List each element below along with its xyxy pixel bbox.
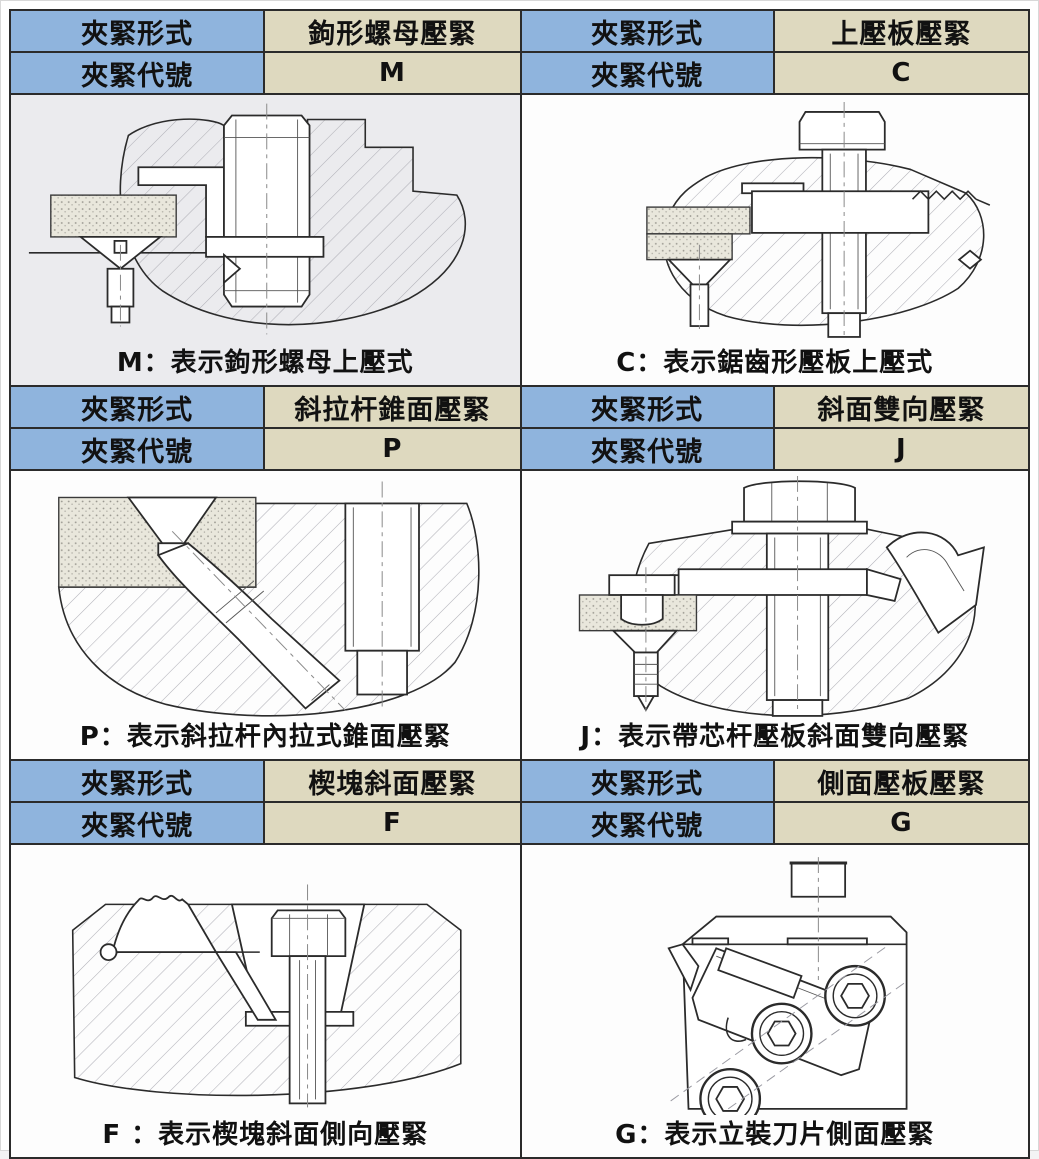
caption-c: C：表示鋸齒形壓板上壓式 <box>616 348 934 378</box>
panel-f: 夾緊形式 楔塊斜面壓緊 夾緊代號 F <box>11 761 520 1157</box>
caption-p: P：表示斜拉杆內拉式錐面壓緊 <box>79 722 451 752</box>
panel-g: 夾緊形式 側面壓板壓緊 夾緊代號 G <box>519 761 1028 1157</box>
side-plate-clamp-drawing <box>666 857 909 1115</box>
form-label-cell: 夾緊形式 <box>11 387 266 427</box>
code-label-cell: 夾緊代號 <box>11 803 266 843</box>
caption-f: F ：表示楔塊斜面側向壓緊 <box>102 1120 429 1150</box>
form-value-cell: 斜拉杆錐面壓緊 <box>265 387 520 427</box>
angled-rod-clamp-drawing <box>57 481 480 717</box>
form-row-g: 夾緊形式 側面壓板壓緊 <box>521 761 1028 803</box>
technical-drawing-f: F ：表示楔塊斜面側向壓緊 <box>11 845 520 1157</box>
form-value-cell: 斜面雙向壓緊 <box>774 387 1028 427</box>
technical-drawing-p: P：表示斜拉杆內拉式錐面壓緊 <box>11 471 520 759</box>
panel-j: 夾緊形式 斜面雙向壓緊 夾緊代號 J <box>519 387 1028 759</box>
code-row-c: 夾緊代號 C <box>521 53 1028 95</box>
form-label-cell: 夾緊形式 <box>521 387 775 427</box>
technical-drawing-g: G：表示立裝刀片側面壓緊 <box>521 845 1028 1157</box>
form-row-j: 夾緊形式 斜面雙向壓緊 <box>521 387 1028 429</box>
form-label-cell: 夾緊形式 <box>521 761 775 801</box>
form-value-cell: 上壓板壓緊 <box>774 11 1028 51</box>
form-value-cell: 鉤形螺母壓緊 <box>265 11 520 51</box>
top-plate-clamp-drawing <box>645 102 990 338</box>
form-label-cell: 夾緊形式 <box>11 761 266 801</box>
panel-m: 夾緊形式 鉤形螺母壓緊 夾緊代號 M <box>11 11 520 385</box>
hook-nut-clamp-drawing <box>28 103 467 335</box>
code-label-cell: 夾緊代號 <box>521 429 775 469</box>
technical-drawing-c: C：表示鋸齒形壓板上壓式 <box>521 95 1028 385</box>
code-value-cell: P <box>265 429 520 469</box>
form-row-m: 夾緊形式 鉤形螺母壓緊 <box>11 11 520 53</box>
code-value-cell: M <box>265 53 520 93</box>
technical-drawing-j: J：表示帶芯杆壓板斜面雙向壓緊 <box>521 471 1028 759</box>
code-value-cell: J <box>774 429 1028 469</box>
form-value-cell: 側面壓板壓緊 <box>774 761 1028 801</box>
caption-j: J：表示帶芯杆壓板斜面雙向壓緊 <box>580 722 970 752</box>
panel-p: 夾緊形式 斜拉杆錐面壓緊 夾緊代號 P <box>11 387 520 759</box>
code-value-cell: C <box>774 53 1028 93</box>
form-row-p: 夾緊形式 斜拉杆錐面壓緊 <box>11 387 520 429</box>
form-value-cell: 楔塊斜面壓緊 <box>265 761 520 801</box>
code-label-cell: 夾緊代號 <box>521 53 775 93</box>
code-row-m: 夾緊代號 M <box>11 53 520 95</box>
wedge-clamp-drawing <box>71 884 462 1108</box>
band-1: 夾緊形式 鉤形螺母壓緊 夾緊代號 M <box>9 9 1030 387</box>
code-row-f: 夾緊代號 F <box>11 803 520 845</box>
code-label-cell: 夾緊代號 <box>521 803 775 843</box>
technical-drawing-m: M：表示鉤形螺母上壓式 <box>11 95 520 385</box>
form-label-cell: 夾緊形式 <box>521 11 775 51</box>
caption-m: M：表示鉤形螺母上壓式 <box>116 348 414 378</box>
double-wedge-clamp-drawing <box>578 476 985 717</box>
code-row-g: 夾緊代號 G <box>521 803 1028 845</box>
code-row-p: 夾緊代號 P <box>11 429 520 471</box>
form-row-c: 夾緊形式 上壓板壓緊 <box>521 11 1028 53</box>
code-label-cell: 夾緊代號 <box>11 53 266 93</box>
panel-c: 夾緊形式 上壓板壓緊 夾緊代號 C <box>519 11 1028 385</box>
code-value-cell: G <box>774 803 1028 843</box>
code-value-cell: F <box>265 803 520 843</box>
form-row-f: 夾緊形式 楔塊斜面壓緊 <box>11 761 520 803</box>
code-label-cell: 夾緊代號 <box>11 429 266 469</box>
form-label-cell: 夾緊形式 <box>11 11 266 51</box>
band-2: 夾緊形式 斜拉杆錐面壓緊 夾緊代號 P <box>9 387 1030 761</box>
caption-g: G：表示立裝刀片側面壓緊 <box>615 1120 935 1150</box>
code-row-j: 夾緊代號 J <box>521 429 1028 471</box>
band-3: 夾緊形式 楔塊斜面壓緊 夾緊代號 F <box>9 761 1030 1159</box>
